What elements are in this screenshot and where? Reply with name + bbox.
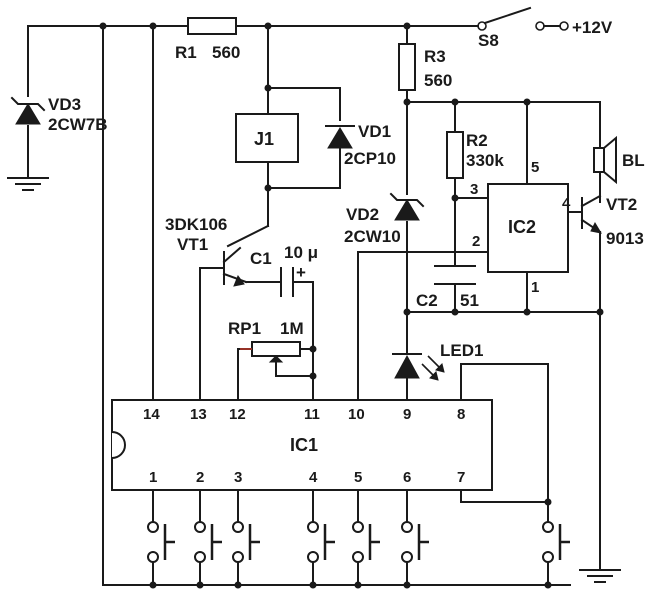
- supply-switch: S8 +12V: [477, 6, 613, 50]
- potentiometer-rp1: RP1 1M: [228, 319, 304, 377]
- vd1-ref: VD1: [358, 122, 391, 141]
- key-switch-2: [194, 521, 222, 563]
- bl-ref: BL: [622, 151, 645, 170]
- key-switch-4: [307, 521, 335, 563]
- vd2-part: 2CW10: [344, 227, 401, 246]
- vt2-part: 9013: [606, 229, 644, 248]
- c2-ref: C2: [416, 291, 438, 310]
- led1: LED1: [392, 341, 483, 381]
- resistor-r3: R3 560: [398, 43, 452, 91]
- zener-vd3: VD3 2CW7B: [10, 95, 108, 134]
- key-switch-1: [147, 521, 175, 563]
- ic1-pin-10: 10: [348, 406, 365, 423]
- key-switch-5: [352, 521, 380, 563]
- ic1-pin-7: 7: [457, 469, 465, 486]
- capacitor-c1: C1 10 μ +: [250, 243, 318, 297]
- r1-ref: R1: [175, 43, 197, 62]
- ic1-pin-9: 9: [403, 406, 411, 423]
- junction-dots: [99, 22, 604, 589]
- vt1-ref: VT1: [177, 235, 208, 254]
- ic2-chip: IC2 3 5 2 1 4: [470, 159, 571, 296]
- c1-ref: C1: [250, 249, 272, 268]
- c2-value: 51: [460, 291, 479, 310]
- vd1-part: 2CP10: [344, 149, 396, 168]
- ic1-pin-2: 2: [196, 469, 204, 486]
- ic2-pin-1: 1: [531, 279, 539, 296]
- transistor-vt2: VT2 9013: [580, 194, 644, 248]
- ic1-chip: IC1 14 13 12 11 10 9 8 1 2 3 4 5 6 7: [111, 399, 493, 491]
- ic1-pin-5: 5: [354, 469, 362, 486]
- transistor-vt1: 3DK106 VT1: [165, 215, 248, 287]
- ic1-pin-13: 13: [190, 406, 207, 423]
- vd2-ref: VD2: [346, 205, 379, 224]
- r1-value: 560: [212, 43, 240, 62]
- push-button-keys: [147, 521, 570, 563]
- supply-voltage-label: +12V: [572, 18, 613, 37]
- c1-value: 10 μ: [284, 243, 318, 262]
- key-switch-7: [542, 521, 570, 563]
- ic2-pin-5: 5: [531, 159, 539, 176]
- resistor-r1: R1 560: [175, 17, 240, 62]
- zener-vd2: VD2 2CW10: [344, 192, 425, 246]
- ic2-pin-4: 4: [562, 195, 571, 212]
- r2-value: 330k: [466, 151, 504, 170]
- ic1-pin-6: 6: [403, 469, 411, 486]
- ic1-pin-1: 1: [149, 469, 157, 486]
- diode-vd1: VD1 2CP10: [325, 122, 396, 168]
- vt2-ref: VT2: [606, 195, 637, 214]
- ic2-pin-3: 3: [470, 181, 478, 198]
- ic2-label: IC2: [508, 217, 536, 237]
- c1-polarity: +: [296, 263, 306, 282]
- r3-value: 560: [424, 71, 452, 90]
- rp1-value: 1M: [280, 319, 304, 338]
- vd3-part: 2CW7B: [48, 115, 108, 134]
- ic1-pin-8: 8: [457, 406, 465, 423]
- r2-ref: R2: [466, 131, 488, 150]
- r3-ref: R3: [424, 47, 446, 66]
- ic1-top-pin-labels: 14 13 12 11 10 9 8: [143, 406, 465, 423]
- key-switch-6: [401, 521, 429, 563]
- ground-symbol-left: [7, 177, 49, 191]
- wires: [27, 25, 601, 586]
- ic1-label: IC1: [290, 435, 318, 455]
- key-switch-3: [232, 521, 260, 563]
- ic1-pin-3: 3: [234, 469, 242, 486]
- speaker-bl: BL: [593, 135, 645, 185]
- relay-j1: J1: [235, 113, 299, 163]
- capacitor-c2: C2 51: [416, 265, 479, 310]
- ground-symbol-bottom: [579, 569, 621, 583]
- ic1-pin-4: 4: [309, 469, 318, 486]
- ic1-pin-14: 14: [143, 406, 160, 423]
- vt1-part: 3DK106: [165, 215, 227, 234]
- ic2-pin-2: 2: [472, 233, 480, 250]
- ic1-pin-11: 11: [304, 406, 320, 423]
- resistor-r2: R2 330k: [446, 131, 504, 179]
- vd3-ref: VD3: [48, 95, 81, 114]
- ic1-bottom-pin-labels: 1 2 3 4 5 6 7: [149, 469, 465, 486]
- rp1-ref: RP1: [228, 319, 261, 338]
- switch-label: S8: [478, 31, 499, 50]
- ic1-pin-12: 12: [229, 406, 246, 423]
- led1-ref: LED1: [440, 341, 483, 360]
- j1-ref: J1: [254, 129, 274, 149]
